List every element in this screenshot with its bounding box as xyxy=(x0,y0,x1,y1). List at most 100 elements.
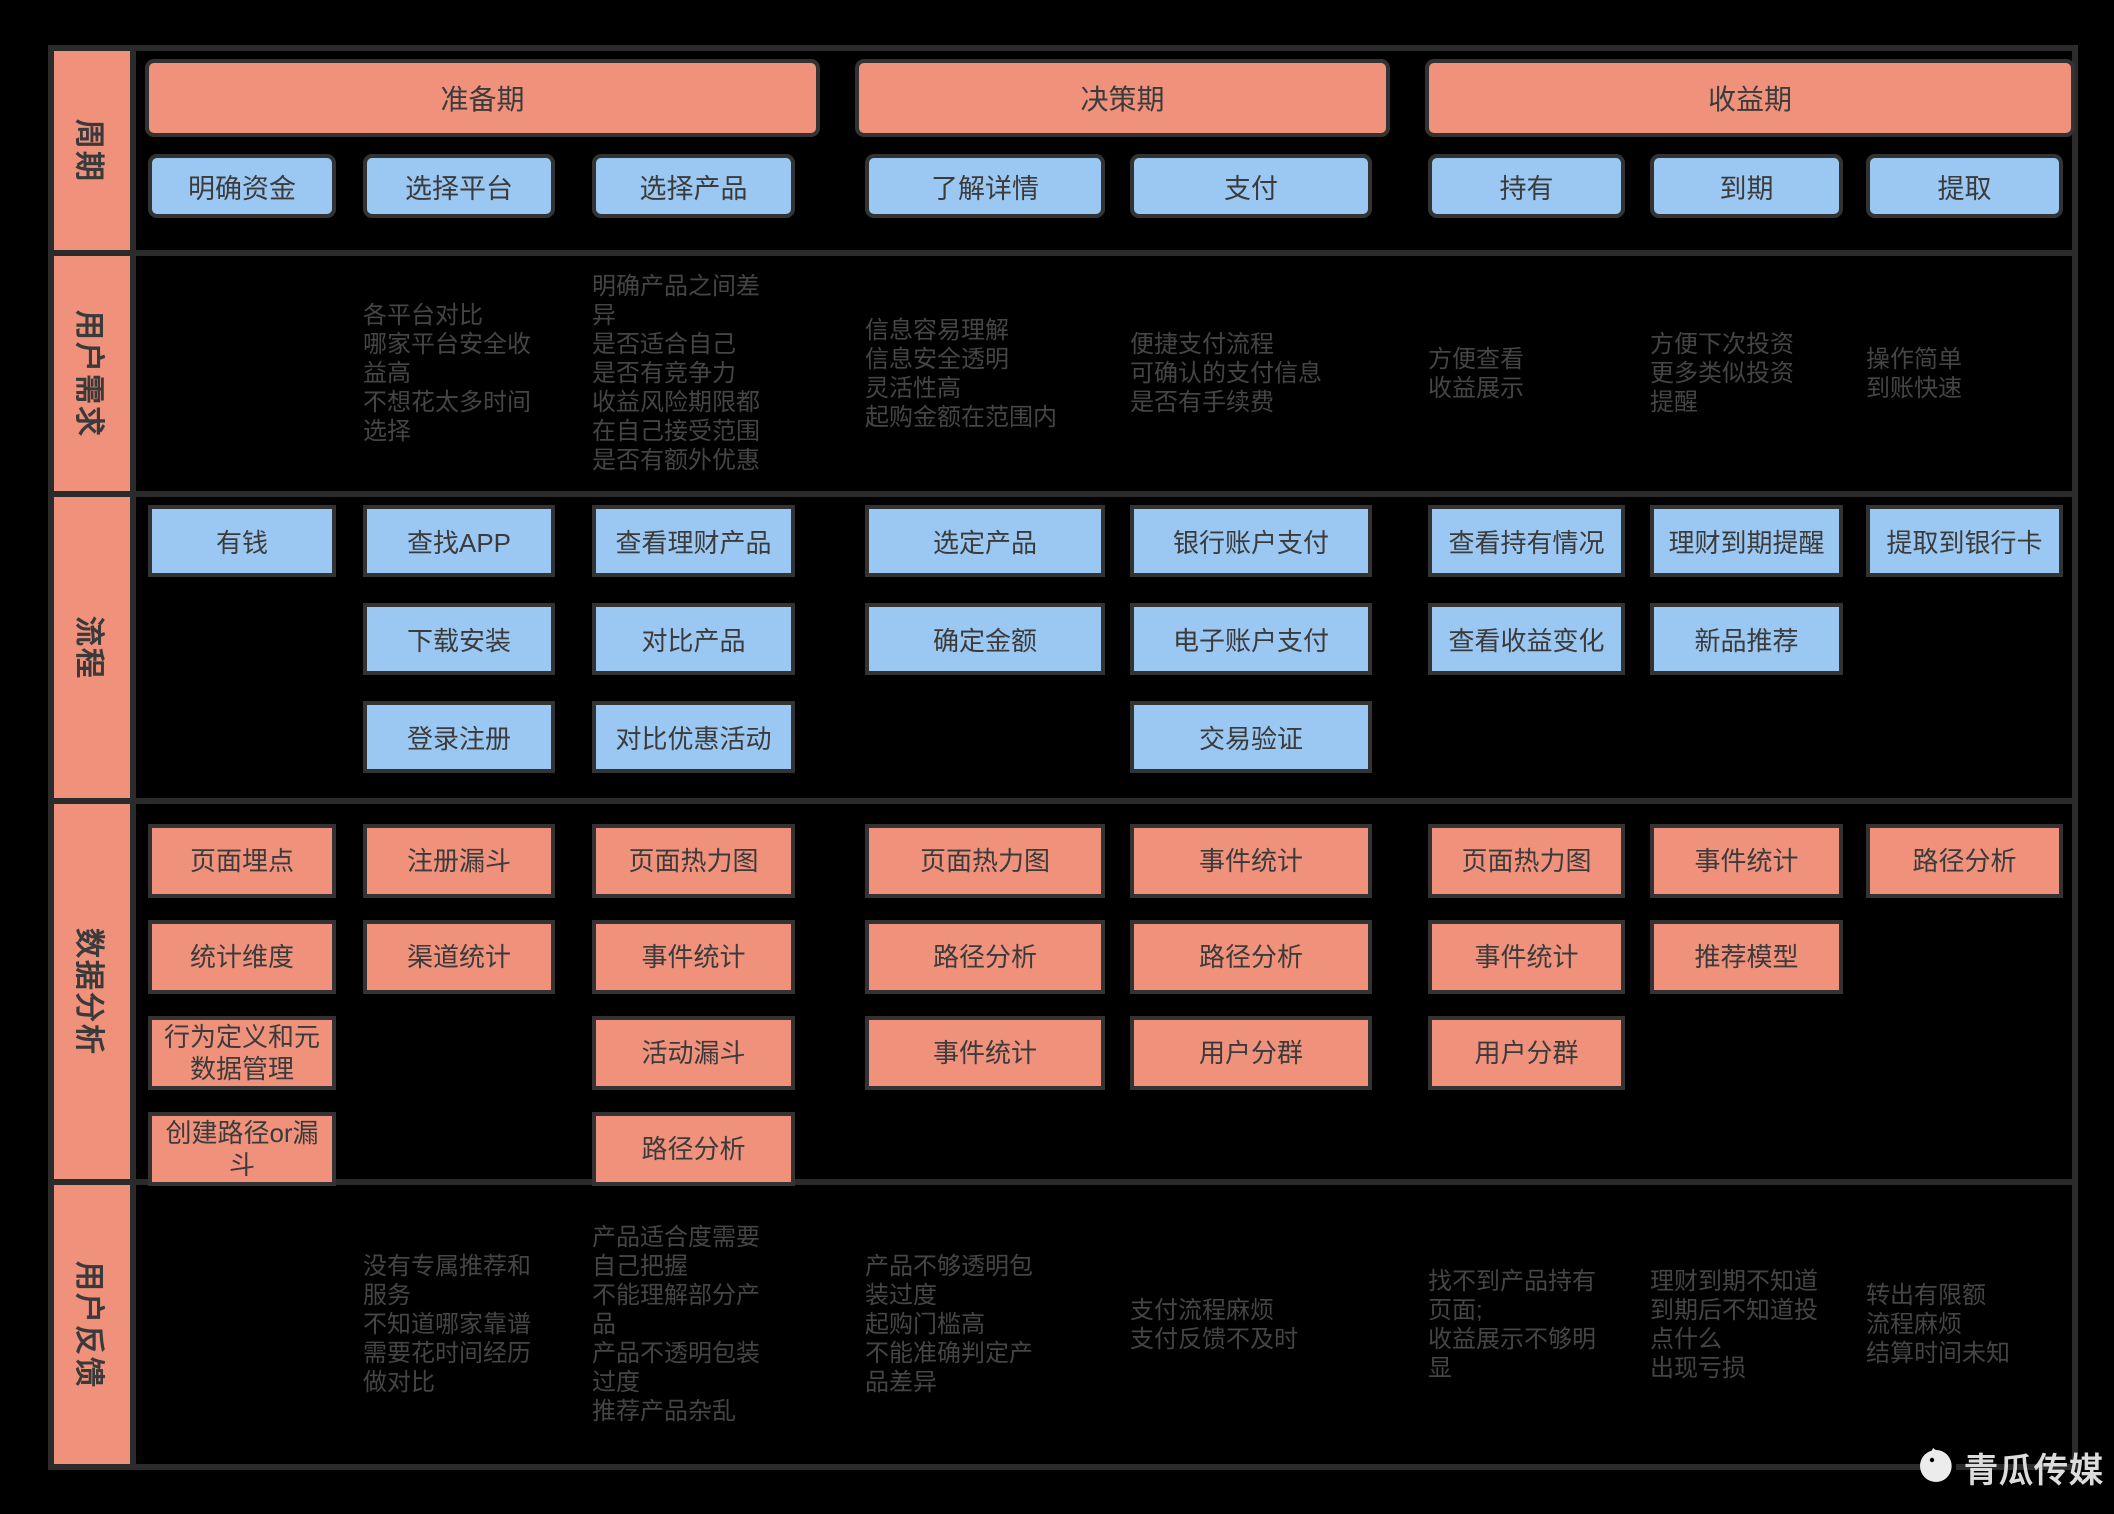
process-box: 提取到银行卡 xyxy=(1866,505,2063,577)
needs-item: 到账快速 xyxy=(1866,374,1962,402)
analysis-box: 页面埋点 xyxy=(148,824,336,898)
needs-cell: 方便下次投资 更多类似投资 提醒 xyxy=(1650,256,1843,491)
process-box: 查看理财产品 xyxy=(592,505,795,577)
process-column: 选定产品 确定金额 xyxy=(865,497,1105,798)
needs-cell: 明确产品之间差异 是否适合自己 是否有竞争力 收益风险期限都在自己接受范围 是否… xyxy=(592,256,795,491)
feedback-item: 流程麻烦 xyxy=(1866,1311,1962,1338)
needs-cell: 各平台对比 哪家平台安全收益高 不想花太多时间选择 xyxy=(363,256,555,491)
needs-item: 哪家平台安全收益高 xyxy=(363,331,531,387)
analysis-column: 注册漏斗 渠道统计 xyxy=(363,804,555,1179)
feedback-cell: 产品不够透明包装过度 起购门槛高 不能准确判定产品差异 xyxy=(865,1185,1105,1464)
needs-item: 操作简单 xyxy=(1866,345,1962,373)
needs-item: 各平台对比 xyxy=(363,302,483,329)
feedback-item: 结算时间未知 xyxy=(1866,1340,2010,1367)
analysis-box: 事件统计 xyxy=(1130,824,1372,898)
needs-item: 更多类似投资 xyxy=(1650,360,1794,387)
needs-cell: 操作简单 到账快速 xyxy=(1866,256,2063,491)
analysis-column: 页面热力图 路径分析 事件统计 xyxy=(865,804,1105,1179)
stage-box: 选择产品 xyxy=(592,154,795,218)
analysis-box: 渠道统计 xyxy=(363,920,555,994)
stage-box: 选择平台 xyxy=(363,154,555,218)
needs-item: 便捷支付流程 xyxy=(1130,331,1274,358)
needs-item: 方便查看 xyxy=(1428,345,1524,373)
feedback-cell: 没有专属推荐和服务 不知道哪家靠谱 需要花时间经历做对比 xyxy=(363,1185,555,1464)
feedback-item: 产品不透明包装过度 xyxy=(592,1340,760,1396)
needs-item: 是否有手续费 xyxy=(1130,389,1274,416)
process-box: 银行账户支付 xyxy=(1130,505,1372,577)
analysis-box: 路径分析 xyxy=(592,1112,795,1186)
process-box: 查看持有情况 xyxy=(1428,505,1625,577)
phase-header-profit: 收益期 xyxy=(1425,59,2075,137)
feedback-item: 找不到产品持有页面; xyxy=(1428,1267,1596,1324)
process-column: 理财到期提醒 新品推荐 xyxy=(1650,497,1843,798)
feedback-item: 推荐产品杂乱 xyxy=(592,1398,736,1425)
process-column: 查找APP 下载安装 登录注册 xyxy=(363,497,555,798)
needs-item: 灵活性高 xyxy=(865,374,961,402)
process-column: 查看理财产品 对比产品 对比优惠活动 xyxy=(592,497,795,798)
feedback-item: 不能准确判定产品差异 xyxy=(865,1340,1033,1396)
stage-box: 持有 xyxy=(1428,154,1625,218)
row-label-process-text: 流程 xyxy=(72,615,105,680)
analysis-box: 事件统计 xyxy=(592,920,795,994)
phase-header-preparation: 准备期 xyxy=(145,59,820,137)
needs-cell: 便捷支付流程 可确认的支付信息 是否有手续费 xyxy=(1130,256,1372,491)
process-box: 查找APP xyxy=(363,505,555,577)
feedback-cell: 理财到期不知道 到期后不知道投点什么 出现亏损 xyxy=(1650,1185,1843,1464)
row-label-analysis-text: 数据分析 xyxy=(72,927,105,1056)
row-process-body: 有钱 查找APP 下载安装 登录注册 查看理财产品 对比产品 对比优惠活动 选定… xyxy=(130,497,2072,798)
needs-item: 收益风险期限都在自己接受范围 xyxy=(592,389,760,445)
feedback-item: 不知道哪家靠谱 xyxy=(363,1311,531,1338)
analysis-box: 事件统计 xyxy=(1650,824,1843,898)
needs-item: 是否适合自己 xyxy=(592,331,736,358)
analysis-column: 页面热力图 事件统计 活动漏斗 路径分析 xyxy=(592,804,795,1186)
brand-name: 青瓜传媒 xyxy=(1964,1452,2104,1490)
analysis-box: 路径分析 xyxy=(865,920,1105,994)
feedback-cell: 产品适合度需要自己把握 不能理解部分产品 产品不透明包装过度 推荐产品杂乱 xyxy=(592,1185,795,1464)
row-label-process: 流程 xyxy=(54,497,130,798)
row-label-feedback: 用户反馈 xyxy=(54,1185,130,1464)
process-box: 新品推荐 xyxy=(1650,603,1843,675)
needs-cell: 信息容易理解 信息安全透明 灵活性高 起购金额在范围内 xyxy=(865,256,1105,491)
process-column: 提取到银行卡 xyxy=(1866,497,2063,798)
row-feedback-body: 没有专属推荐和服务 不知道哪家靠谱 需要花时间经历做对比 产品适合度需要自己把握… xyxy=(130,1185,2072,1464)
row-label-feedback-text: 用户反馈 xyxy=(72,1260,105,1389)
needs-item: 提醒 xyxy=(1650,389,1698,416)
row-cycle: 周期 准备期 决策期 收益期 明确资金 选择平台 选择产品 了解详情 支付 持有… xyxy=(54,51,2075,250)
feedback-item: 需要花时间经历做对比 xyxy=(363,1340,531,1396)
needs-cell: 方便查看 收益展示 xyxy=(1428,256,1625,491)
process-box: 对比产品 xyxy=(592,603,795,675)
analysis-column: 页面埋点 统计维度 行为定义和元数据管理 创建路径or漏斗 xyxy=(148,804,336,1186)
analysis-box: 创建路径or漏斗 xyxy=(148,1112,336,1186)
row-analysis-body: 页面埋点 统计维度 行为定义和元数据管理 创建路径or漏斗 注册漏斗 渠道统计 … xyxy=(130,804,2072,1186)
feedback-item: 到期后不知道投点什么 xyxy=(1650,1296,1818,1353)
analysis-column: 路径分析 xyxy=(1866,804,2063,1179)
analysis-box: 路径分析 xyxy=(1130,920,1372,994)
process-box: 电子账户支付 xyxy=(1130,603,1372,675)
brand-logo: 青瓜传媒 xyxy=(1916,1443,2104,1492)
process-box: 查看收益变化 xyxy=(1428,603,1625,675)
needs-item: 起购金额在范围内 xyxy=(865,403,1057,431)
feedback-item: 没有专属推荐和服务 xyxy=(363,1253,531,1309)
feedback-item: 支付反馈不及时 xyxy=(1130,1325,1298,1353)
feedback-cell: 转出有限额 流程麻烦 结算时间未知 xyxy=(1866,1185,2063,1464)
analysis-column: 页面热力图 事件统计 用户分群 xyxy=(1428,804,1625,1179)
analysis-box: 推荐模型 xyxy=(1650,920,1843,994)
feedback-item: 理财到期不知道 xyxy=(1650,1267,1818,1295)
analysis-box: 注册漏斗 xyxy=(363,824,555,898)
process-box: 登录注册 xyxy=(363,701,555,773)
feedback-item: 支付流程麻烦 xyxy=(1130,1296,1274,1324)
feedback-item: 转出有限额 xyxy=(1866,1282,1986,1309)
row-label-cycle: 周期 xyxy=(54,51,130,250)
stage-box: 提取 xyxy=(1866,154,2063,218)
analysis-box: 页面热力图 xyxy=(592,824,795,898)
feedback-item: 起购门槛高 xyxy=(865,1311,985,1338)
analysis-box: 事件统计 xyxy=(1428,920,1625,994)
needs-item: 是否有竞争力 xyxy=(592,360,736,387)
phase-header-decision: 决策期 xyxy=(855,59,1390,137)
row-label-cycle-text: 周期 xyxy=(72,118,105,183)
row-label-analysis: 数据分析 xyxy=(54,804,130,1179)
row-data-analysis: 数据分析 页面埋点 统计维度 行为定义和元数据管理 创建路径or漏斗 注册漏斗 … xyxy=(54,798,2072,1186)
analysis-box: 用户分群 xyxy=(1428,1016,1625,1090)
analysis-column: 事件统计 路径分析 用户分群 xyxy=(1130,804,1372,1179)
